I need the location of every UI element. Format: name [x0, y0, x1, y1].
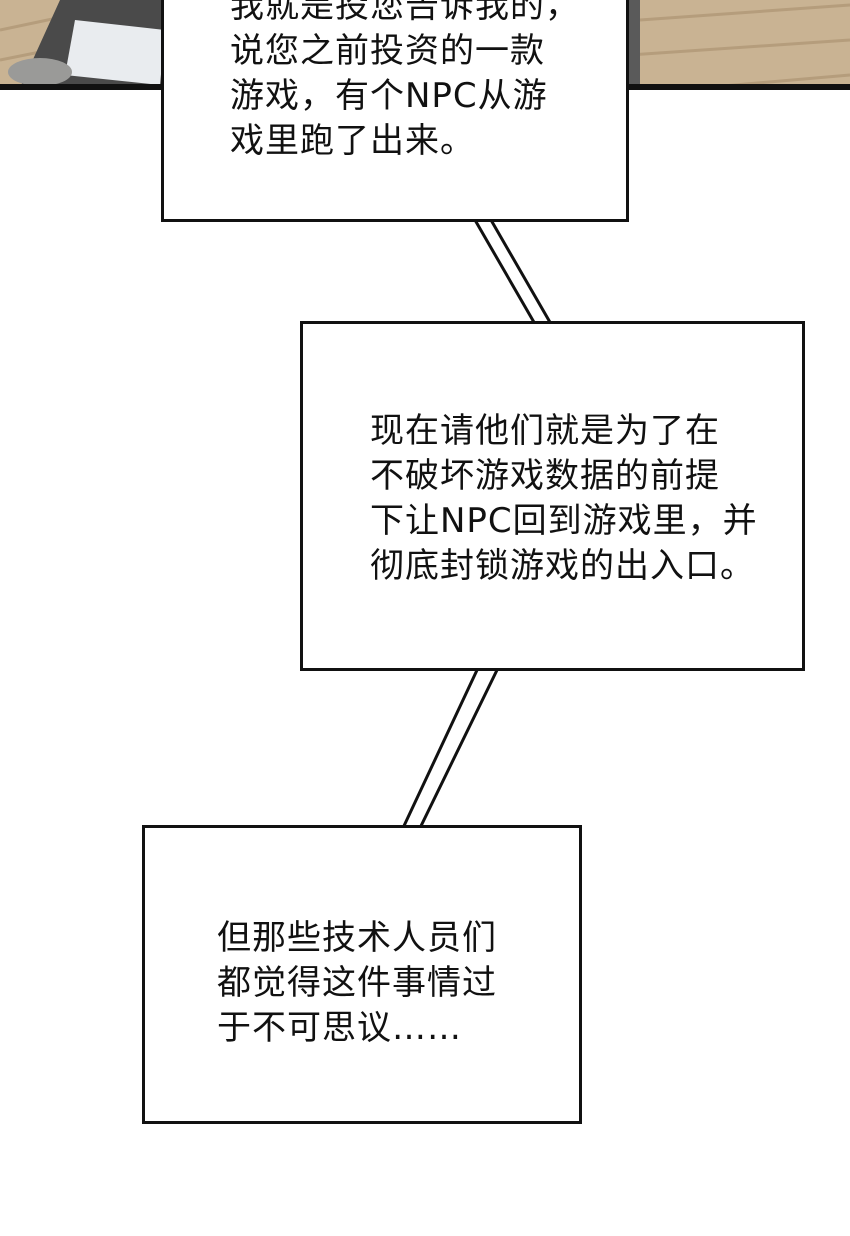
bubble-2-line-4: 彻底封锁游戏的出入口。 [370, 546, 755, 586]
bubble-2-text: 现在请他们就是为了在 不破坏游戏数据的前提 下让NPC回到游戏里，并 彻底封锁游… [370, 409, 758, 589]
connector-tail-2 [400, 666, 501, 830]
speech-bubble-3 [142, 825, 582, 1124]
bubble-3-line-3: 于不可思议…… [217, 1008, 462, 1048]
bubble-2-line-2: 不破坏游戏数据的前提 [370, 456, 720, 496]
bubble-2-line-3: 下让NPC回到游戏里，并 [370, 501, 758, 541]
bubble-3-line-1: 但那些技术人员们 [217, 918, 497, 958]
bubble-1-line-1: 我就是投您告诉我的， [230, 0, 580, 26]
bubble-3-text: 但那些技术人员们 都觉得这件事情过 于不可思议…… [217, 916, 497, 1051]
bubble-2-line-1: 现在请他们就是为了在 [370, 411, 720, 451]
bubble-1-line-2: 说您之前投资的一款 [230, 31, 545, 71]
bubble-1-line-3: 游戏，有个NPC从游 [230, 76, 548, 116]
bubble-1-line-4: 戏里跑了出来。 [230, 121, 475, 161]
bubble-3-line-2: 都觉得这件事情过 [217, 963, 497, 1003]
speech-bubble-1 [161, 0, 629, 222]
bubble-1-text: 我就是投您告诉我的， 说您之前投资的一款 游戏，有个NPC从游 戏里跑了出来。 [230, 0, 580, 164]
speech-bubble-2 [300, 321, 805, 671]
connector-tail-1 [472, 218, 554, 326]
